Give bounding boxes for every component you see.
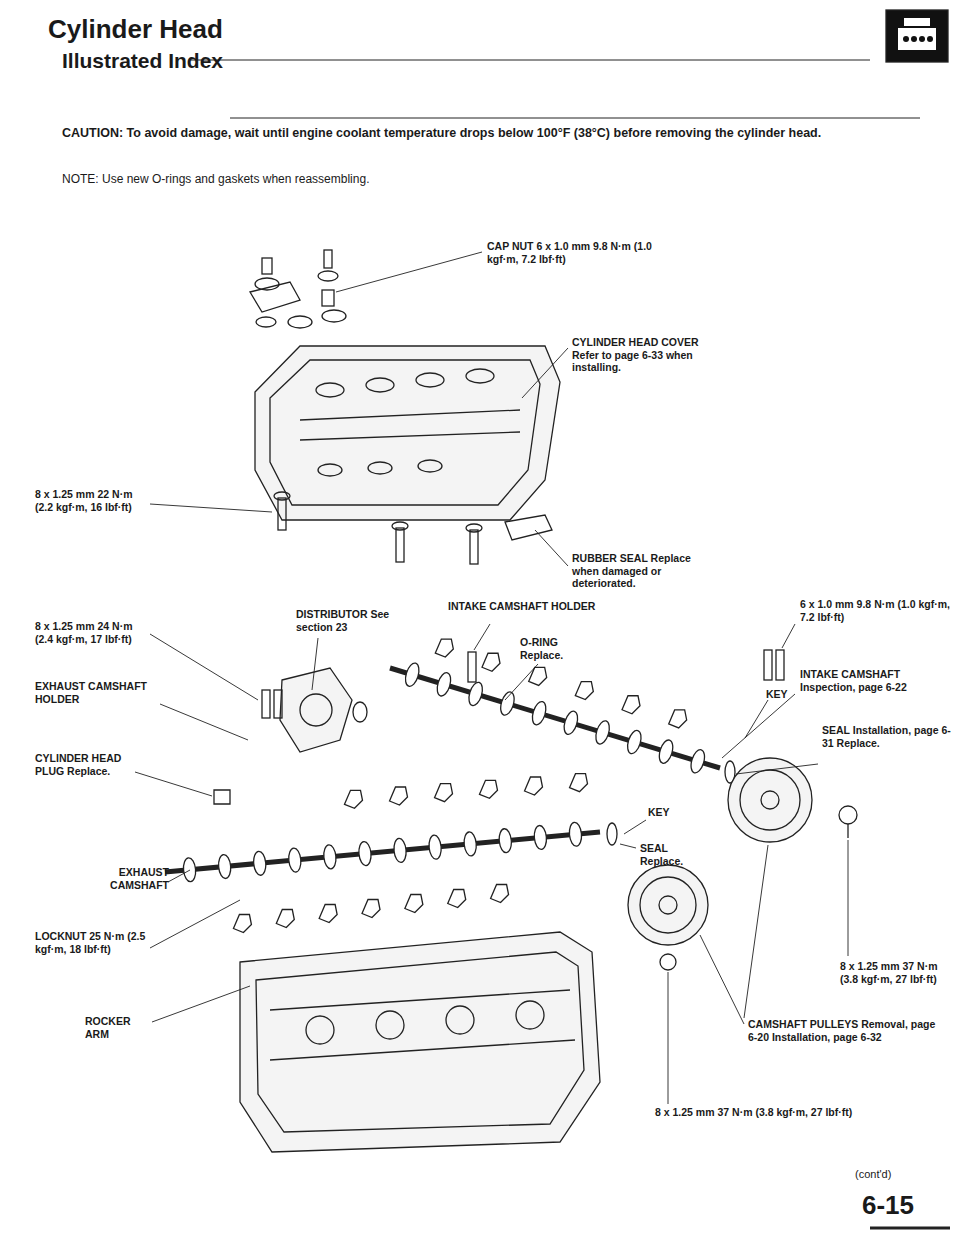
callout-label: INTAKE CAMSHAFT HOLDER [448, 600, 648, 613]
section-icon [903, 36, 933, 42]
cap-nut-parts [250, 250, 346, 328]
rocker-arm [529, 667, 547, 685]
cam-lobe [625, 729, 643, 755]
callout-label: O-RING Replace. [520, 636, 600, 661]
rocker-arm [233, 915, 251, 933]
section-icon [904, 18, 930, 26]
header-rule [230, 118, 920, 119]
rocker-arm [390, 787, 408, 805]
intake-pulley [728, 758, 812, 842]
rocker-arm [480, 780, 498, 798]
rocker-arm [570, 774, 588, 792]
page-title: Cylinder Head [48, 14, 223, 45]
cylinder-head [240, 932, 600, 1152]
cam-lobe [533, 825, 547, 850]
section-icon [886, 10, 948, 62]
page-number: (cont'd) [855, 1168, 935, 1181]
header-rule [190, 60, 870, 61]
rocker-arm [435, 784, 453, 802]
cover-bolt [274, 492, 482, 564]
cam-lobe [393, 838, 407, 863]
rocker-arm [491, 885, 509, 903]
callout-label: EXHAUST CAMSHAFT HOLDER [35, 680, 163, 705]
cam-lobe [657, 738, 675, 764]
callout-label: 8 x 1.25 mm 22 N·m (2.2 kgf·m, 16 lbf·ft… [35, 488, 153, 513]
heading-note: NOTE: Use new O-rings and gaskets when r… [62, 172, 762, 186]
cam-lobe [568, 822, 582, 847]
rocker-arm [622, 696, 640, 714]
rocker-arm [405, 895, 423, 913]
cam-lobe [498, 828, 512, 853]
cam-lobe [253, 851, 267, 876]
callout-label: LOCKNUT 25 N·m (2.5 kgf·m, 18 lbf·ft) [35, 930, 153, 955]
rocker-arm [345, 790, 363, 808]
heading-note: CAUTION: To avoid damage, wait until eng… [62, 126, 922, 141]
callout-label: INTAKE CAMSHAFT Inspection, page 6-22 [800, 668, 950, 693]
cam-lobe [323, 844, 337, 869]
callout-label: SEAL Installation, page 6-31 Replace. [822, 724, 954, 749]
intake-camshaft [390, 668, 720, 768]
cam-lobe [530, 700, 548, 726]
rocker-arm [482, 653, 500, 671]
pulley-bolt [660, 806, 857, 970]
distributor [280, 668, 367, 752]
cylinder-head-cover [255, 346, 560, 520]
rocker-arm [448, 890, 466, 908]
rocker-arm [435, 639, 453, 657]
cam-lobe [358, 841, 372, 866]
cam-lobe [593, 719, 611, 745]
cam-lobe [403, 662, 421, 688]
cam-lobe [463, 831, 477, 856]
section-icon [898, 28, 936, 50]
cam-lobe [498, 690, 516, 716]
exhaust-pulley [628, 865, 708, 945]
cam-lobe [562, 710, 580, 736]
page-rule [870, 1227, 950, 1230]
callout-label: KEY [648, 806, 688, 819]
rubber-seal [505, 515, 552, 540]
callout-label: CAMSHAFT PULLEYS Removal, page 6-20 Inst… [748, 1018, 943, 1043]
cam-lobe [689, 748, 707, 774]
cam-lobe [466, 681, 484, 707]
rocker-arm [525, 777, 543, 795]
callout-label: CAP NUT 6 x 1.0 mm 9.8 N·m (1.0 kgf·m, 7… [487, 240, 652, 265]
cam-lobe [218, 854, 232, 879]
callout-label: CYLINDER HEAD COVER Refer to page 6-33 w… [572, 336, 722, 374]
rocker-arm [362, 900, 380, 918]
cam-lobe [435, 671, 453, 697]
callout-label: RUBBER SEAL Replace when damaged or dete… [572, 552, 717, 590]
rocker-arm [319, 905, 337, 923]
rocker-arm [276, 910, 294, 928]
callout-label: 6 x 1.0 mm 9.8 N·m (1.0 kgf·m, 7.2 lbf·f… [800, 598, 950, 623]
cam-lobe [428, 835, 442, 860]
callout-label: CYLINDER HEAD PLUG Replace. [35, 752, 135, 777]
page-number: 6-15 [862, 1190, 952, 1221]
cam-lobe [288, 848, 302, 873]
callout-label: ROCKER ARM [85, 1015, 155, 1040]
callout-label: EXHAUST CAMSHAFT [85, 866, 169, 891]
leader-line [135, 252, 848, 1104]
seal [607, 823, 617, 845]
callout-label: 8 x 1.25 mm 24 N·m (2.4 kgf·m, 17 lbf·ft… [35, 620, 153, 645]
callout-label: 8 x 1.25 mm 37 N·m (3.8 kgf·m, 27 lbf·ft… [840, 960, 952, 985]
heading-note: Illustrated Index [62, 48, 462, 73]
callout-label: DISTRIBUTOR See section 23 [296, 608, 406, 633]
callout-label: SEAL Replace. [640, 842, 710, 867]
callout-label: 8 x 1.25 mm 37 N·m (3.8 kgf·m, 27 lbf·ft… [655, 1106, 925, 1119]
rocker-arm [669, 710, 687, 728]
rocker-arm [575, 682, 593, 700]
holder-bolt [214, 650, 784, 804]
